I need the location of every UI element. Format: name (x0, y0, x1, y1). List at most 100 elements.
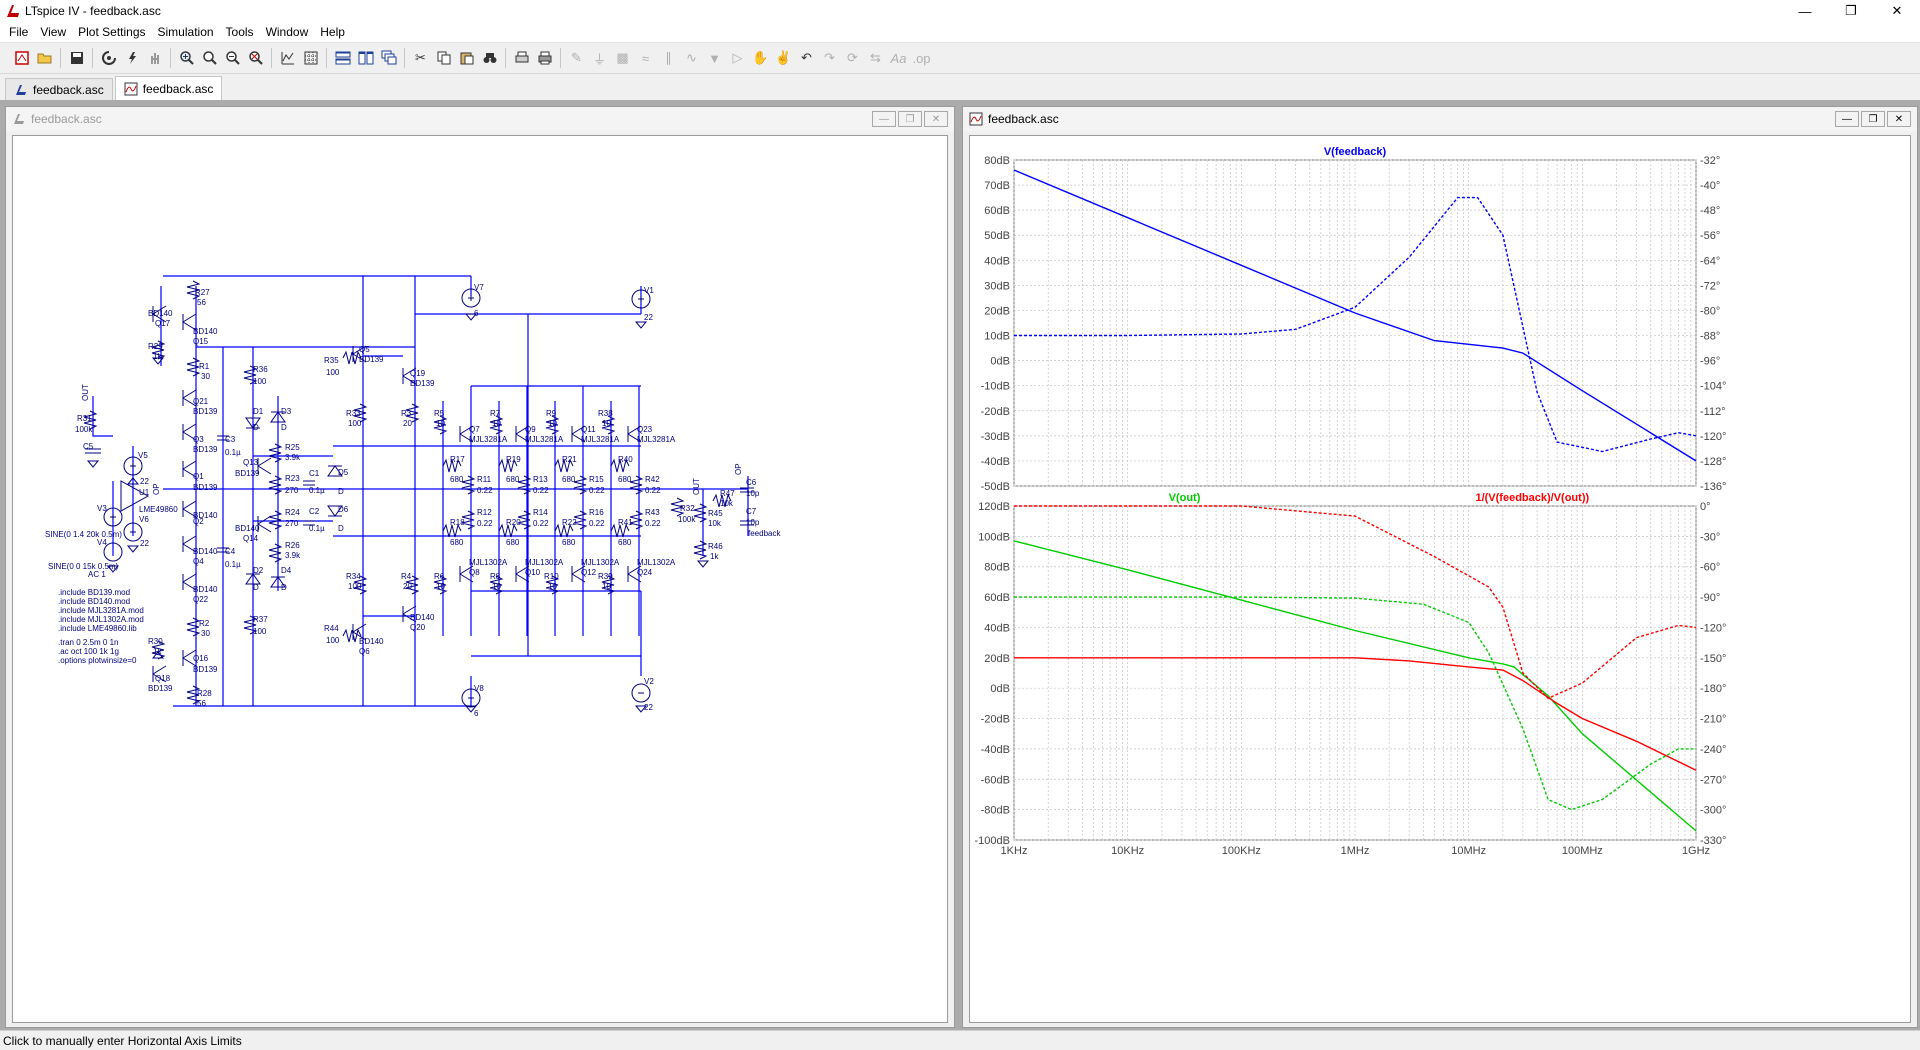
schematic-drawing: R2756BD140Q17BD140Q15R291kR130R36100R351… (45, 275, 781, 718)
tab-schematic[interactable]: feedback.asc (5, 78, 113, 100)
redo-icon[interactable]: ↷ (824, 50, 835, 65)
trace-phase[interactable] (1014, 196, 1697, 453)
minimize-icon[interactable]: — (1798, 3, 1812, 19)
menu-file[interactable]: File (9, 25, 29, 39)
tab-plot[interactable]: feedback.asc (114, 76, 223, 100)
trace-phase[interactable] (1014, 596, 1696, 811)
schematic-label: MJL1302A (525, 558, 564, 567)
y-right-tick-label: -210° (1700, 714, 1726, 726)
schematic-label: R42 (645, 475, 660, 484)
menu-tools[interactable]: Tools (225, 25, 254, 39)
trace-magnitude[interactable] (1013, 169, 1697, 462)
schematic-label: MJL1302A (581, 558, 620, 567)
autorange-icon[interactable] (276, 47, 299, 70)
schematic-label: 1k (153, 352, 162, 361)
run-icon[interactable] (120, 47, 143, 70)
y-right-tick-label: -48° (1700, 205, 1720, 217)
inductor-icon[interactable]: ∿ (686, 50, 697, 65)
y-right-tick-label: 0° (1700, 501, 1711, 513)
schematic-label: R39 (598, 572, 613, 581)
print-icon[interactable] (533, 47, 556, 70)
restore-icon[interactable]: ❐ (1861, 111, 1885, 127)
halt-icon[interactable] (143, 47, 166, 70)
ground-icon[interactable]: ⏚ (592, 51, 606, 67)
save-icon[interactable] (65, 47, 88, 70)
schematic-label: 0.22 (477, 486, 493, 495)
zoom-out-icon[interactable] (221, 47, 244, 70)
schematic-label: R18 (450, 518, 465, 527)
capacitor-icon[interactable]: ∥ (665, 50, 672, 65)
waveform-plots[interactable]: 80dB70dB60dB50dB40dB30dB20dB10dB0dB-10dB… (970, 136, 1912, 1024)
tile-vertical-icon[interactable] (354, 47, 377, 70)
menu-plot-settings[interactable]: Plot Settings (78, 25, 146, 39)
move-icon[interactable]: ✋ (752, 50, 769, 65)
schematic-label: OUT (692, 478, 701, 495)
zoom-in-icon[interactable] (198, 47, 221, 70)
trace-magnitude[interactable] (1014, 657, 1697, 771)
tile-horizontal-icon[interactable] (331, 47, 354, 70)
trace-phase[interactable] (1014, 505, 1697, 700)
wire-icon[interactable]: ✎ (571, 50, 582, 65)
diode-icon[interactable]: ▼ (708, 50, 721, 66)
schematic-label: 10 (436, 419, 445, 428)
open-icon[interactable] (33, 47, 56, 70)
component-icon[interactable]: ▷ (732, 50, 743, 65)
close-icon[interactable]: ✕ (1891, 3, 1903, 18)
y-left-tick-label: 60dB (984, 205, 1010, 217)
trace-title[interactable]: V(out) (1169, 492, 1201, 504)
plot-pane-1[interactable]: 80dB70dB60dB50dB40dB30dB20dB10dB0dB-10dB… (981, 146, 1727, 493)
cut-icon[interactable]: ✂ (415, 50, 426, 65)
trace-title[interactable]: V(feedback) (1324, 146, 1387, 158)
cascade-icon[interactable] (377, 47, 400, 70)
y-right-tick-label: -150° (1700, 653, 1726, 665)
trace-title[interactable]: 1/(V(feedback)/V(out)) (1475, 492, 1589, 504)
restore-icon[interactable]: ❐ (1845, 3, 1857, 18)
schematic-label: BD139 (359, 355, 384, 364)
document-tabs: feedback.asc feedback.asc (0, 74, 1920, 100)
menu-help[interactable]: Help (320, 25, 345, 39)
y-right-tick-label: -136° (1700, 481, 1726, 493)
schematic-label: BD139 (193, 407, 218, 416)
zoom-fit-icon[interactable] (244, 47, 267, 70)
undo-icon[interactable]: ↶ (801, 50, 812, 65)
menu-view[interactable]: View (40, 25, 67, 39)
print-preview-icon[interactable] (510, 47, 533, 70)
rotate-icon[interactable]: ⟳ (847, 50, 858, 65)
minimize-icon[interactable]: — (1835, 111, 1859, 127)
spice-directive-icon[interactable]: .op (912, 50, 931, 66)
schematic-label: R33 (346, 409, 361, 418)
control-panel-icon[interactable] (97, 47, 120, 70)
schematic-label: R10 (544, 572, 559, 581)
close-icon[interactable]: ✕ (1887, 111, 1911, 127)
paste-icon[interactable] (455, 47, 478, 70)
label-icon[interactable]: ▩ (616, 50, 629, 65)
menu-window[interactable]: Window (265, 25, 309, 39)
minimize-icon[interactable]: — (872, 111, 896, 127)
schematic-label: 10 (548, 582, 557, 591)
new-schematic-icon[interactable] (10, 47, 33, 70)
schematic-label: R37 (253, 615, 268, 624)
drag-icon[interactable]: ✌ (775, 50, 792, 65)
grid-icon[interactable] (299, 47, 322, 70)
schematic-label: 3.9k (285, 453, 301, 462)
schematic-label: 680 (618, 475, 632, 484)
schematic-label: V7 (474, 283, 484, 292)
text-icon[interactable]: Aa (890, 50, 907, 66)
trace-magnitude[interactable] (1013, 540, 1697, 832)
schematic-label: 10p (746, 518, 760, 527)
schematic-label: Q4 (193, 557, 204, 566)
zoom-area-icon[interactable] (175, 47, 198, 70)
menu-simulation[interactable]: Simulation (157, 25, 214, 39)
close-icon[interactable]: ✕ (924, 111, 948, 127)
mirror-icon[interactable]: ⇆ (870, 50, 881, 65)
restore-icon[interactable]: ❐ (898, 111, 922, 127)
resistor-icon[interactable]: ≈ (641, 50, 650, 66)
copy-icon[interactable] (432, 47, 455, 70)
find-icon[interactable] (478, 47, 501, 70)
schematic-label: R21 (562, 455, 577, 464)
schematic-label: BD140 (193, 585, 218, 594)
y-right-tick-label: -120° (1700, 431, 1726, 443)
